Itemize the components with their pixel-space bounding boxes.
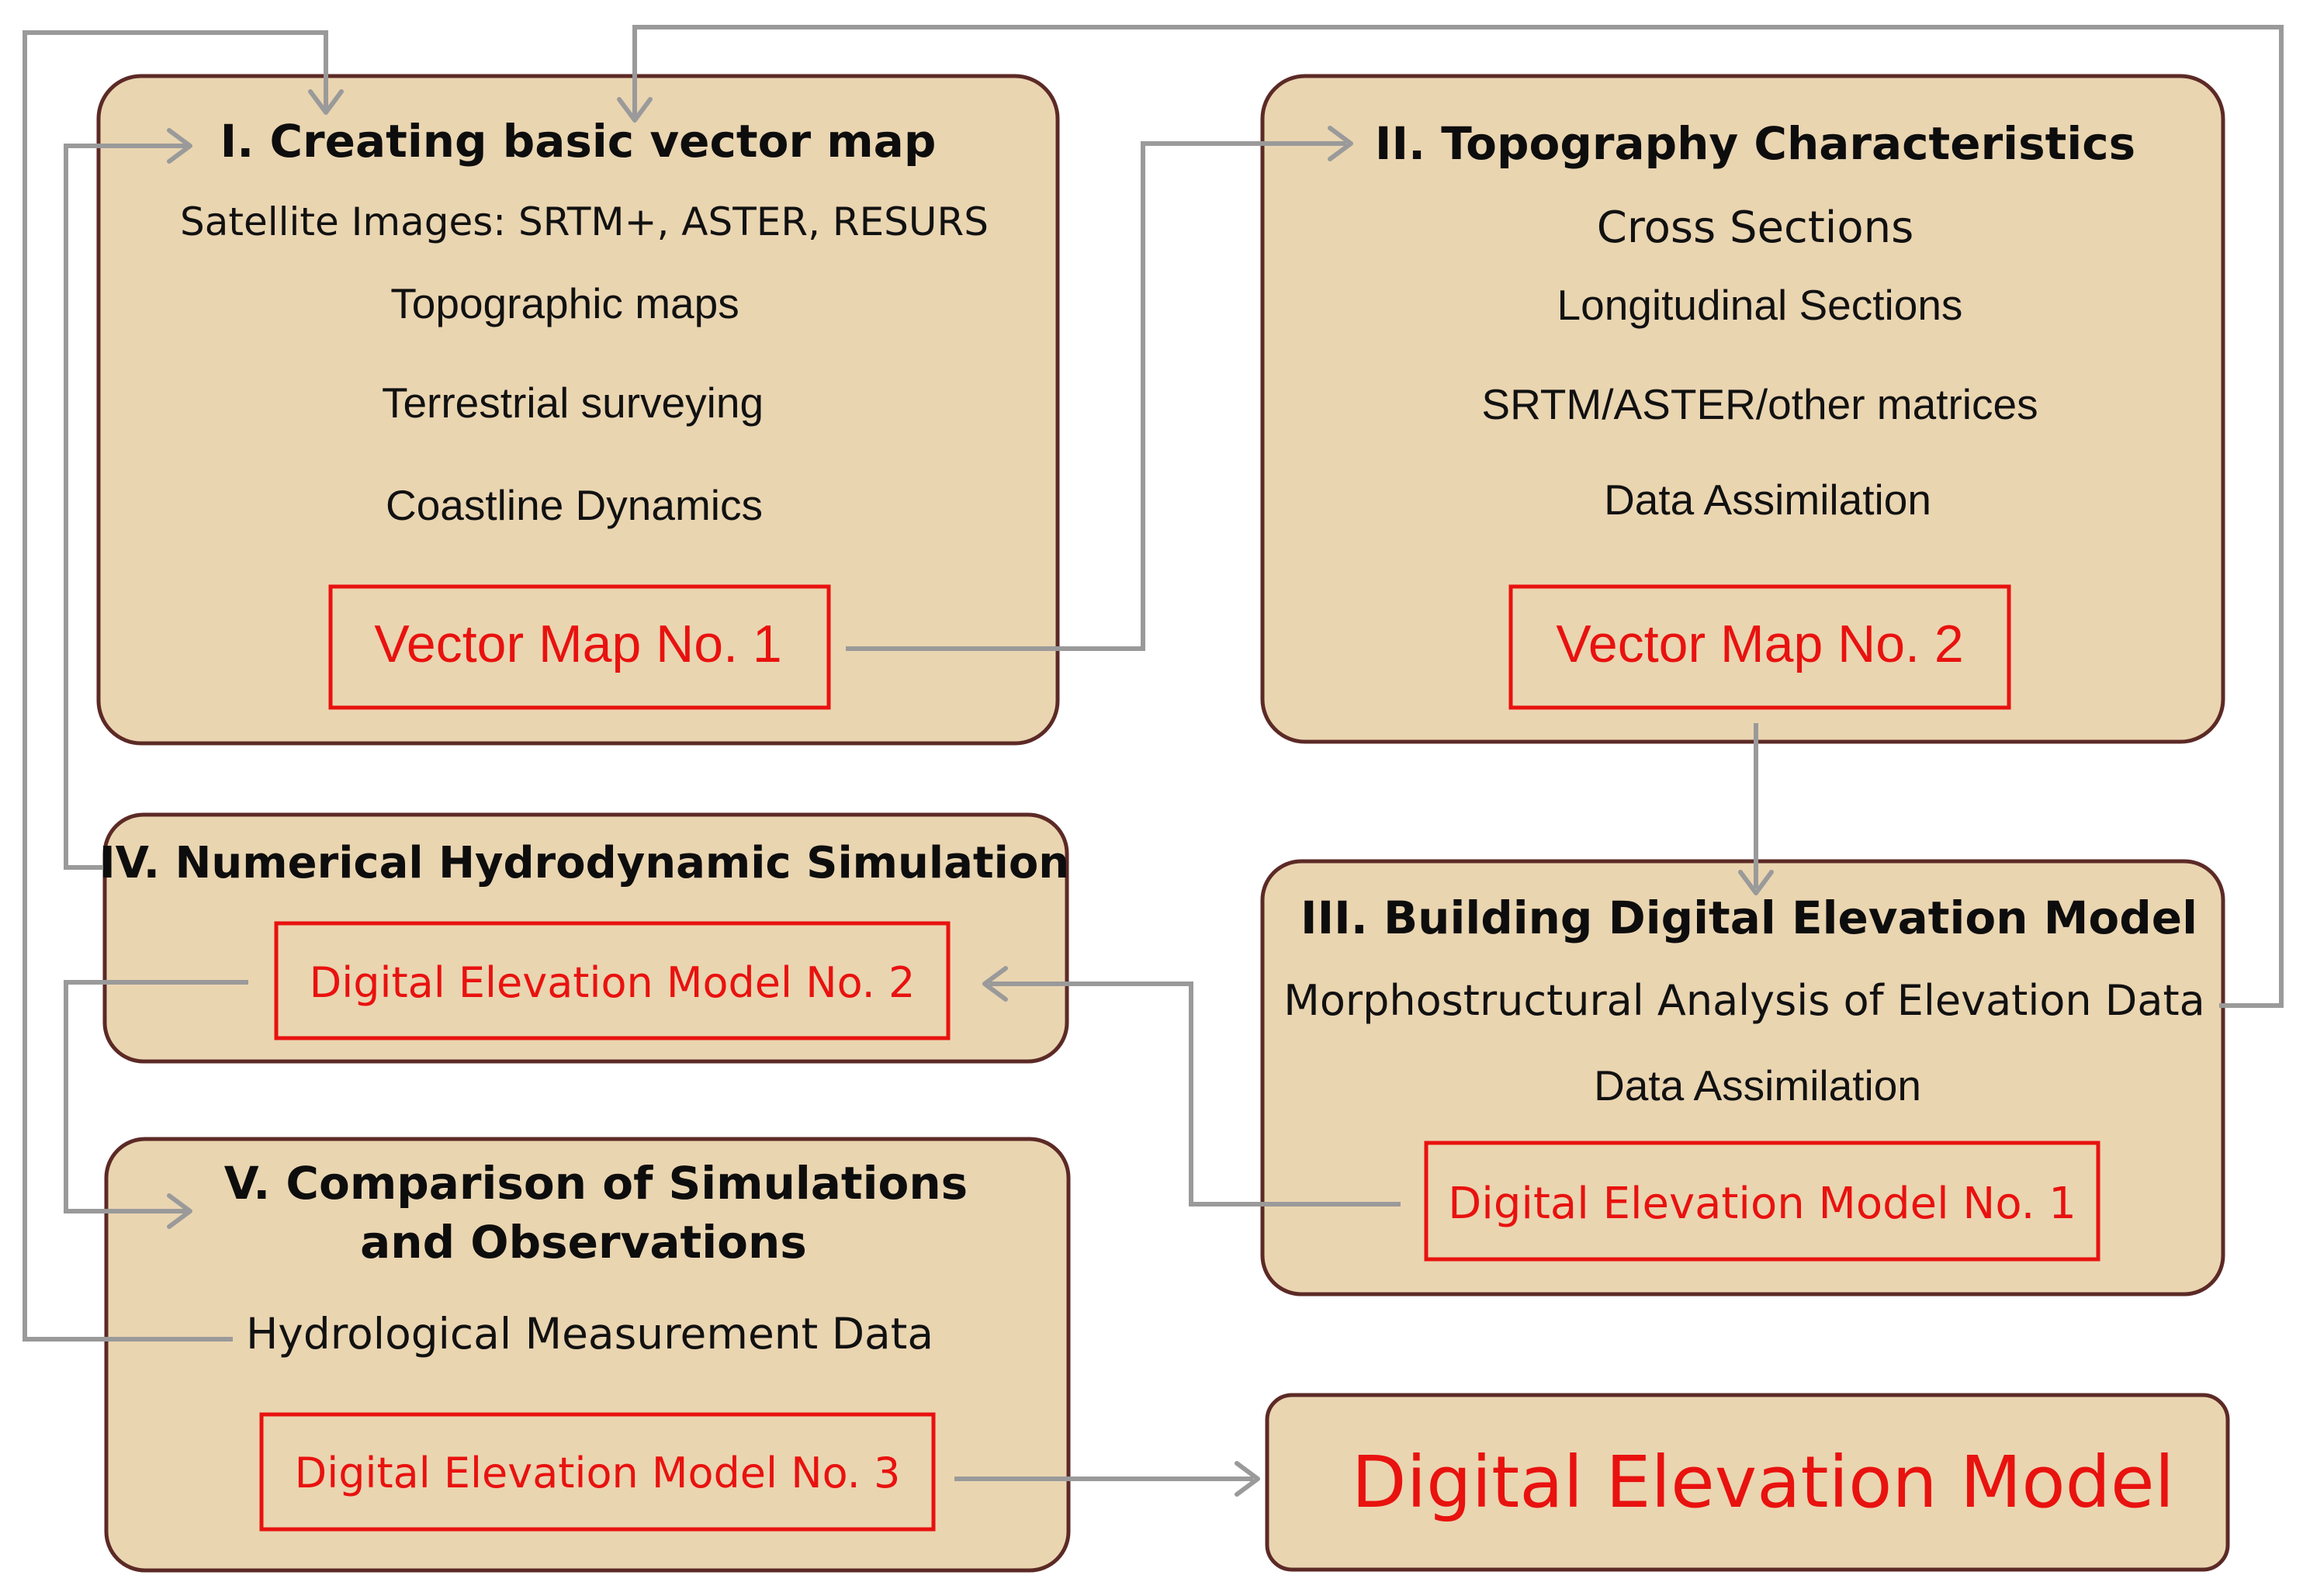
connector-dem1-to-dem2	[989, 981, 1401, 1207]
dem-1-label: Digital Elevation Model No. 1	[1448, 1179, 2076, 1229]
final-box	[1265, 1393, 2230, 1572]
stage5-item: Hydrological Measurement Data	[246, 1309, 933, 1359]
arrow-head-final	[1235, 1461, 1260, 1497]
arrow-head-stage3	[1738, 870, 1774, 895]
arrow-head-stage2	[1328, 126, 1353, 161]
stage4-box	[102, 812, 1069, 1064]
connector-stage4-to-stage1	[64, 144, 186, 870]
arrow-head-stage1-left	[167, 128, 192, 164]
dem-2-label: Digital Elevation Model No. 2	[310, 958, 916, 1007]
stage5-title-line1: V. Comparison of Simulations	[224, 1157, 968, 1210]
stage2-item: Data Assimilation	[1604, 476, 1931, 524]
vector-map-2-label: Vector Map No. 2	[1556, 615, 1963, 673]
stage1-item: Coastline Dynamics	[386, 481, 763, 529]
stage1-box	[96, 74, 1060, 746]
stage1-item: Satellite Images: SRTM+, ASTER, RESURS	[180, 199, 989, 244]
stage1-item: Terrestrial surveying	[382, 379, 764, 427]
connector-dem2-to-stage5	[64, 980, 248, 1213]
stage3-item: Morphostructural Analysis of Elevation D…	[1283, 976, 2204, 1025]
stage4-title: IV. Numerical Hydrodynamic Simulation	[99, 838, 1069, 888]
vector-map-1-label: Vector Map No. 1	[374, 615, 781, 673]
stage2-item: SRTM/ASTER/other matrices	[1481, 380, 2038, 428]
stage2-item: Cross Sections	[1597, 203, 1914, 253]
dem-3-label: Digital Elevation Model No. 3	[295, 1449, 901, 1497]
vector-map-1-frame	[328, 584, 831, 710]
connector-vm1-to-stage2	[846, 141, 1346, 651]
dem-2-frame	[274, 921, 951, 1040]
stage3-title: III. Building Digital Elevation Model	[1300, 891, 2197, 944]
arrow-head-stage1-top-left	[308, 89, 344, 115]
connector-loop-to-stage1	[23, 30, 328, 1342]
dem-3-frame	[259, 1412, 936, 1532]
connector-stage3-to-stage1	[632, 25, 2284, 1008]
stage2-box	[1260, 74, 2225, 744]
stage2-item: Longitudinal Sections	[1557, 281, 1963, 329]
stage1-title: I. Creating basic vector map	[220, 115, 937, 168]
stage5-box	[104, 1137, 1071, 1573]
stage3-item: Data Assimilation	[1594, 1061, 1921, 1110]
dem-1-frame	[1424, 1141, 2100, 1262]
arrow-head-dem2	[982, 966, 1008, 1002]
stage3-box	[1260, 859, 2225, 1297]
stage2-title: II. Topography Characteristics	[1375, 117, 2135, 170]
arrow-head-stage1-top-right	[617, 97, 653, 123]
vector-map-2-frame	[1508, 584, 2011, 710]
stage5-title-line2: and Observations	[360, 1216, 807, 1269]
final-dem-label: Digital Elevation Model	[1352, 1441, 2174, 1524]
stage1-item: Topographic maps	[390, 279, 739, 327]
arrow-head-stage5	[167, 1193, 192, 1229]
